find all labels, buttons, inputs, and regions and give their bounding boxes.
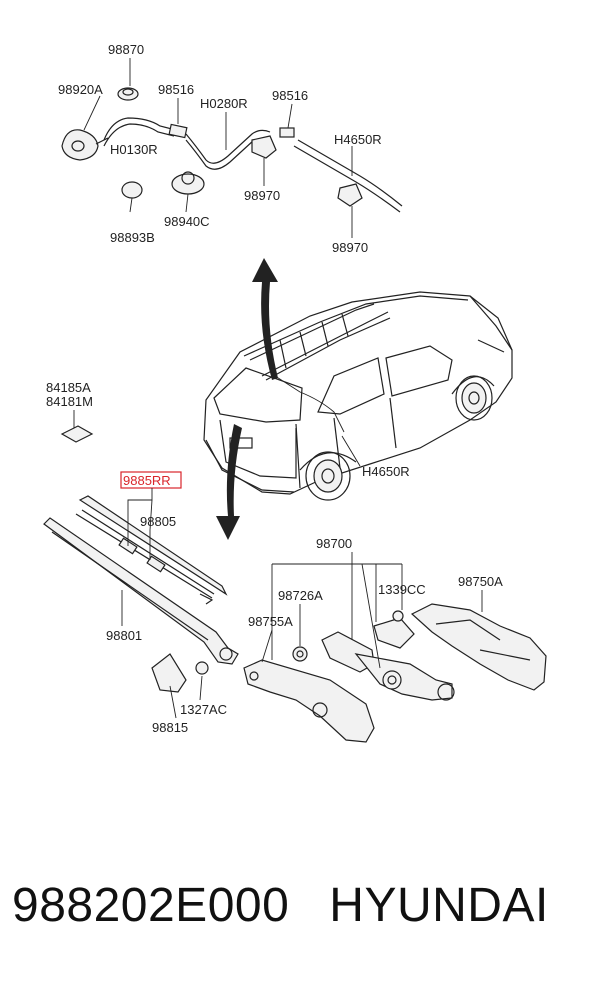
label-84185a: 84185A [46,380,91,395]
label-98970-left: 98970 [244,188,280,203]
label-98970-right: 98970 [332,240,368,255]
grommet-98970-right [337,183,363,207]
wiper-arm-98801 [43,517,239,665]
label-98516-left: 98516 [158,82,194,97]
hose-h0130r [103,117,177,141]
cover-98755a [243,659,375,743]
label-98726a: 98726A [278,588,323,603]
label-h4650r-car: H4650R [362,464,410,479]
vehicle-illustration [203,291,513,501]
cap-98870 [117,87,139,101]
grommet-98726a [292,646,308,662]
label-98700: 98700 [316,536,352,551]
label-h0130r: H0130R [110,142,158,157]
arrow-up [252,258,278,380]
footer: 988202E000 HYUNDAI [12,878,549,933]
screw-1339cc [392,610,404,622]
plug-98893b [121,181,143,199]
part-number: 988202E000 [12,879,290,932]
label-98516-right: 98516 [272,88,308,103]
label-98801: 98801 [106,628,142,643]
label-98893b: 98893B [110,230,155,245]
label-98815: 98815 [152,720,188,735]
label-1327ac: 1327AC [180,702,227,717]
label-98805: 98805 [140,514,176,529]
grommet-98970-left [251,135,277,159]
label-98755a: 98755A [248,614,293,629]
arrow-down [216,424,242,540]
hose-h4650r-top [293,145,401,213]
label-1339cc: 1339CC [378,582,426,597]
label-h4650r-top: H4650R [334,132,382,147]
label-h0280r: H0280R [200,96,248,111]
label-98870: 98870 [108,42,144,57]
connector-98516-right [279,127,295,138]
label-pad-84185a [60,425,94,443]
label-98940c: 98940C [164,214,210,229]
brand-name: HYUNDAI [329,879,549,932]
washer-nozzle-98920a [61,129,109,161]
label-84181m: 84181M [46,394,93,409]
cover-98750a [410,603,547,691]
grommet-98940c [171,171,205,195]
label-9885rr: 9885RR [123,473,171,488]
highlight-box-9885rr [120,471,182,489]
cap-98815 [151,653,187,693]
label-98920a: 98920A [58,82,103,97]
hose-h0280r [185,129,271,164]
label-98750a: 98750A [458,574,503,589]
connector-98516-left [168,123,188,139]
nut-1327ac [195,661,209,675]
